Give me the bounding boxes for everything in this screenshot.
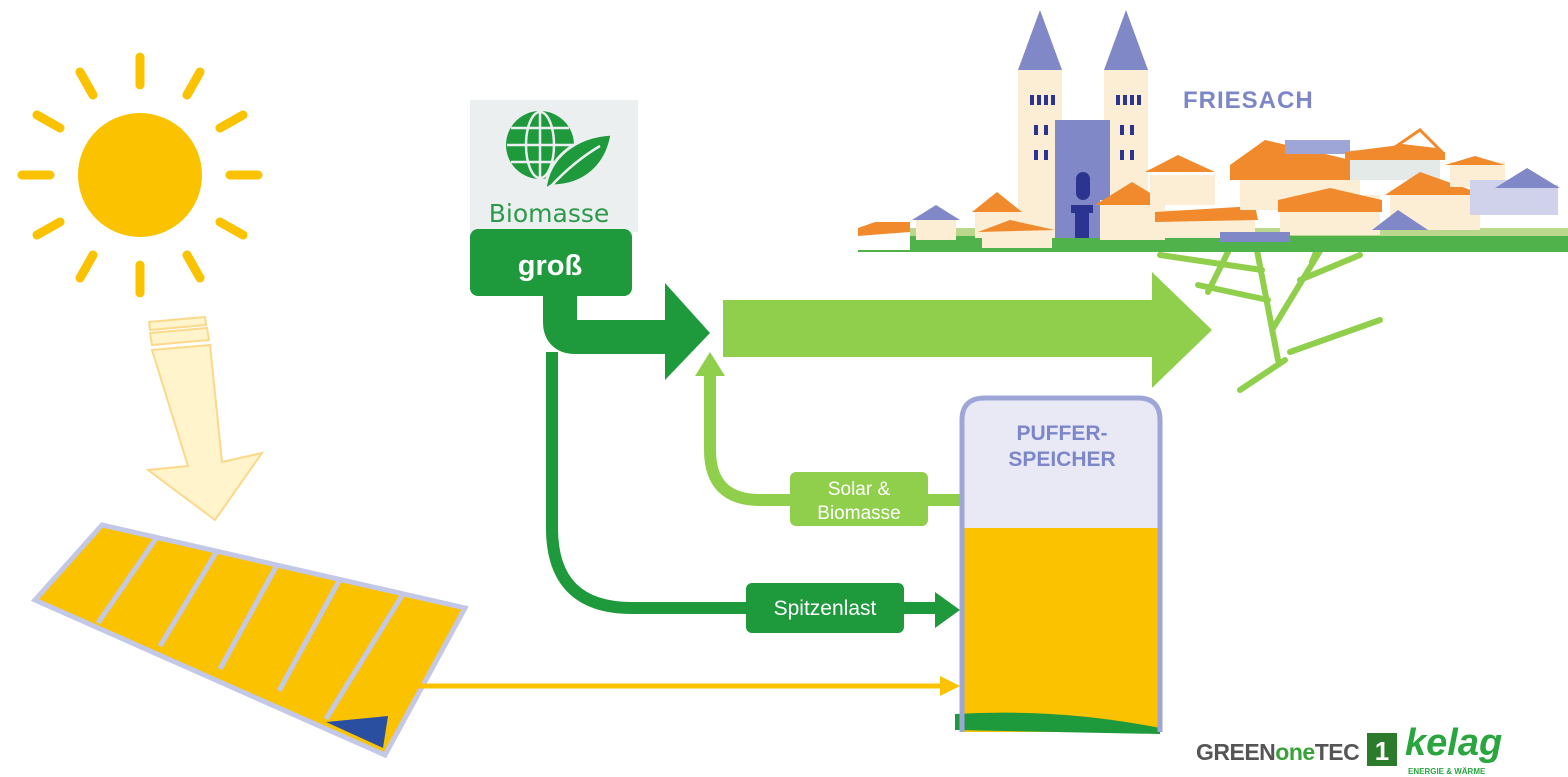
solar-biomass-badge (790, 472, 928, 526)
houses (858, 128, 1560, 250)
greenonetec-tec: TEC (1315, 739, 1360, 765)
biomass-title: Biomasse (489, 199, 610, 228)
biomass-plant: Biomasse groß (470, 100, 638, 296)
solar-feed-arrow (410, 676, 960, 696)
kelag-tagline: ENERGIE & WÄRME (1408, 767, 1486, 776)
greenonetec-one: one (1275, 739, 1314, 765)
buffer-storage-tank: PUFFER- SPEICHER (955, 395, 1163, 734)
solar-collector-field (30, 522, 469, 759)
biomass-size-label: groß (518, 250, 582, 282)
distribution-network (1157, 215, 1383, 393)
town-illustration: FRIESACH (858, 10, 1568, 252)
storage-return-arrow: Solar & Biomasse (695, 352, 960, 526)
sunlight-arrow (145, 315, 265, 522)
solar-biomass-label-line2: Biomasse (817, 503, 900, 524)
sun-icon (17, 52, 263, 298)
svg-text:GREENoneTEC: GREENoneTEC (1196, 739, 1359, 765)
storage-label-line2: SPEICHER (1008, 448, 1115, 471)
storage-label-line1: PUFFER- (1017, 422, 1108, 445)
town-name: FRIESACH (1183, 87, 1314, 114)
greenonetec-logo: GREENoneTEC 1 (1196, 733, 1397, 766)
globe-leaf-icon (506, 110, 614, 193)
church-icon (1018, 10, 1148, 238)
solar-biomass-label-line1: Solar & (828, 479, 891, 500)
biomass-to-grid-arrow (543, 283, 710, 380)
peak-load-arrow: Spitzenlast (546, 352, 960, 633)
greenonetec-mark: 1 (1375, 736, 1389, 766)
district-heating-main-arrow (723, 272, 1212, 388)
kelag-logo: kelag ENERGIE & WÄRME (1405, 722, 1502, 776)
peak-load-badge (746, 583, 904, 633)
peak-load-label: Spitzenlast (774, 597, 877, 620)
kelag-wordmark: kelag (1405, 722, 1502, 764)
greenonetec-green: GREEN (1196, 739, 1275, 765)
biomass-size-badge (470, 229, 632, 296)
